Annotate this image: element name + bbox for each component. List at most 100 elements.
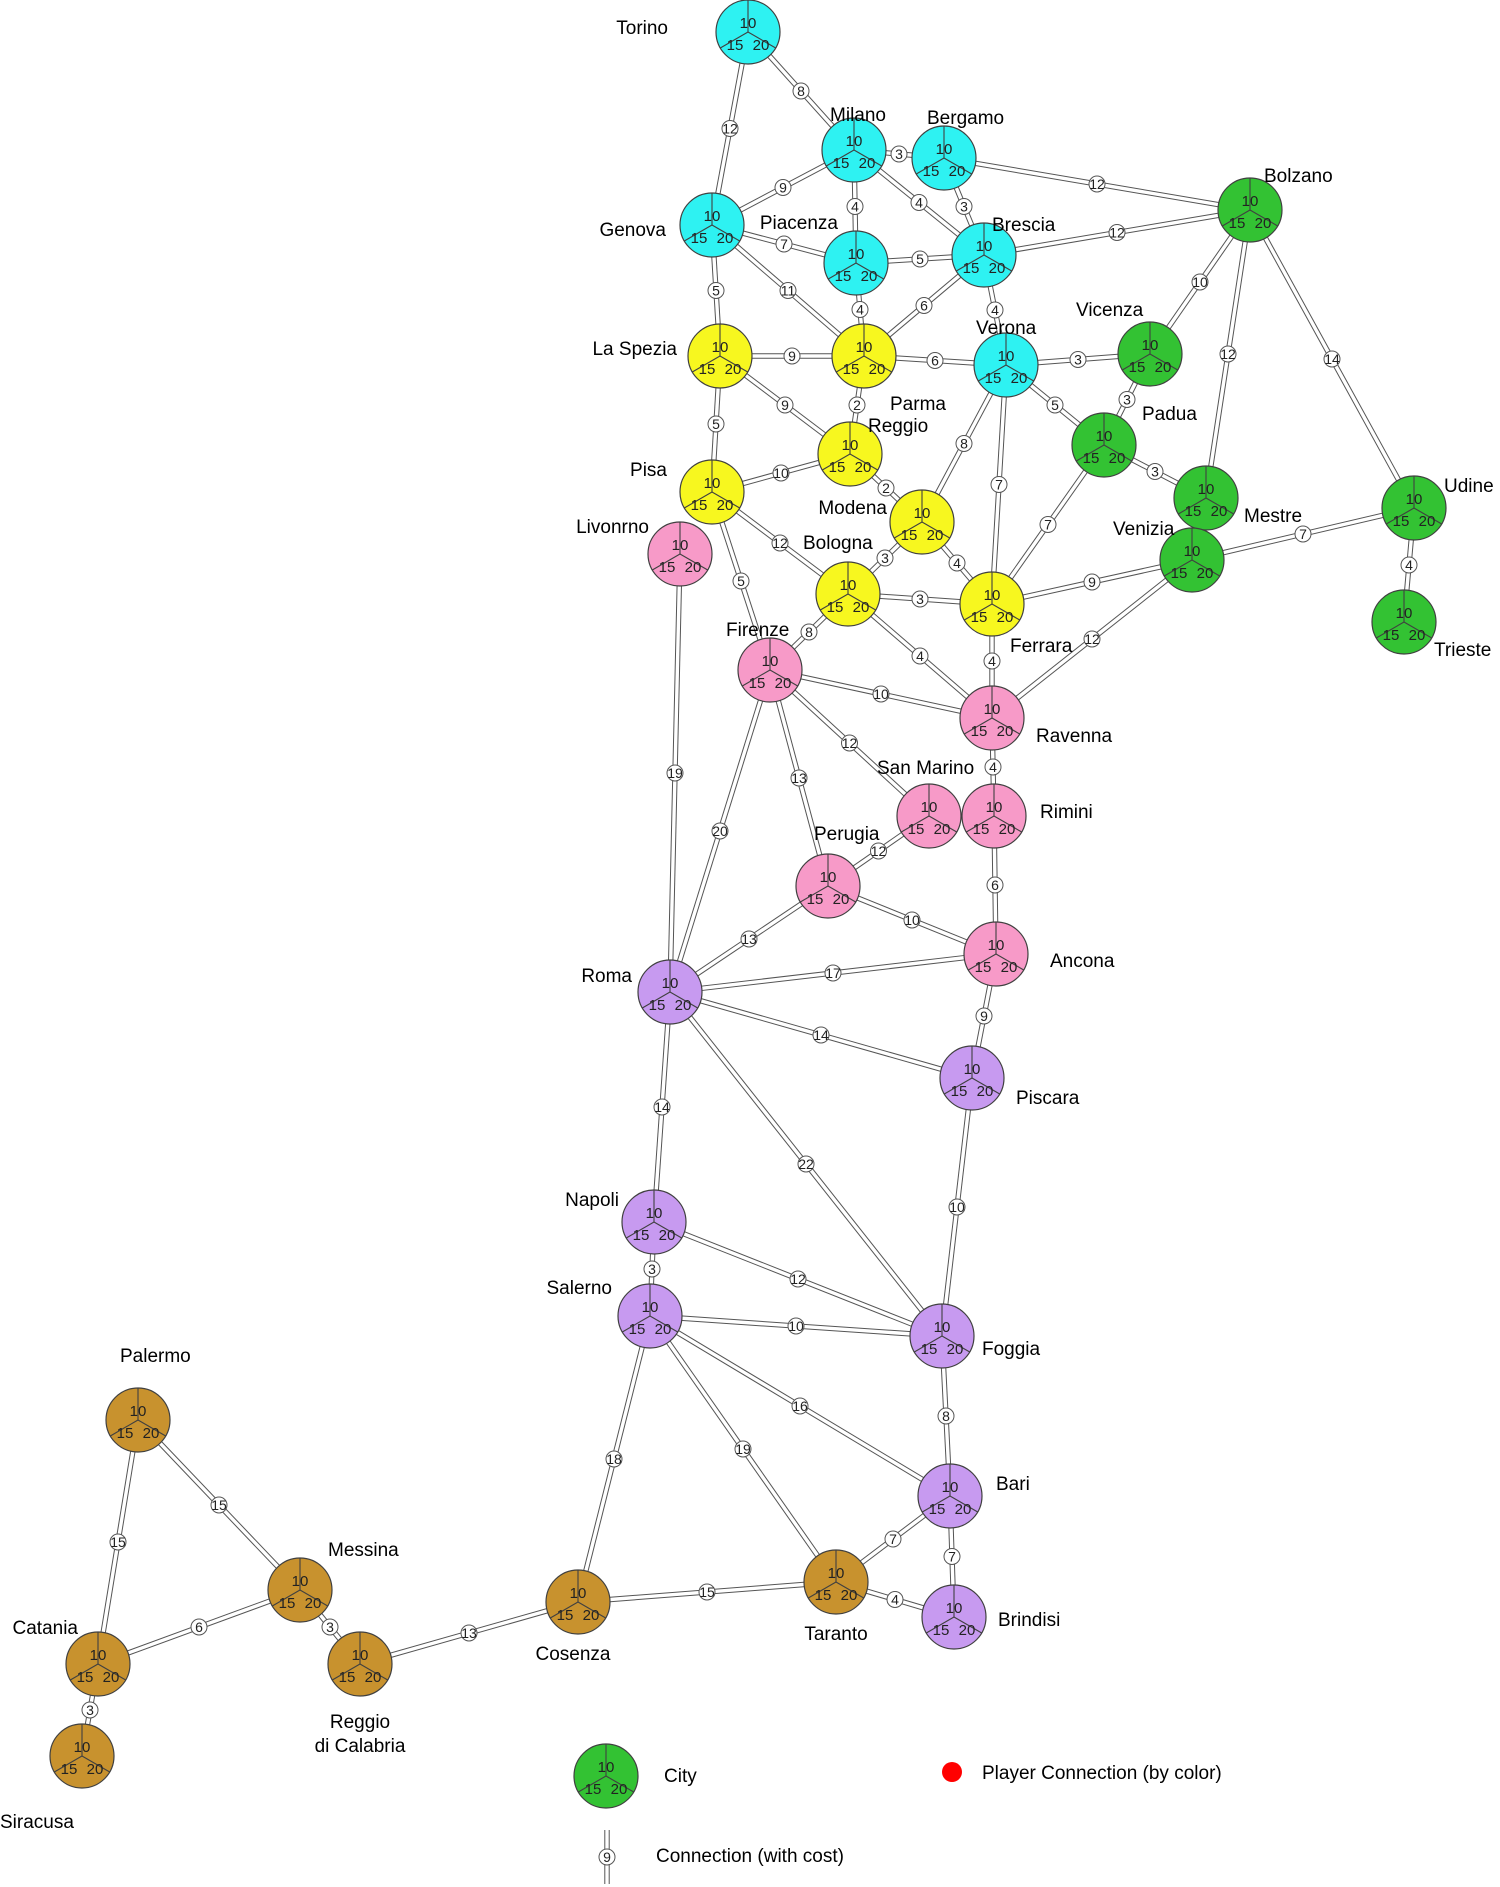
city-sanmarino-slot-20[interactable]: 20 bbox=[934, 821, 951, 838]
city-venezia-slot-15[interactable]: 15 bbox=[1171, 565, 1188, 582]
city-ancona-slot-20[interactable]: 20 bbox=[1001, 959, 1018, 976]
connection-roma-napoli[interactable]: 14 bbox=[651, 991, 673, 1223]
city-siracusa-slot-15[interactable]: 15 bbox=[61, 1761, 78, 1778]
connection-salerno-foggia[interactable]: 10 bbox=[649, 1313, 943, 1339]
connection-roma-ancona[interactable]: 17 bbox=[669, 951, 997, 995]
city-siracusa-slot-10[interactable]: 10 bbox=[74, 1739, 91, 1756]
connection-firenze-roma[interactable]: 20 bbox=[667, 669, 773, 993]
connection-cosenza-reggiocal[interactable]: 13 bbox=[359, 1599, 579, 1667]
city-piacenza-slot-15[interactable]: 15 bbox=[835, 268, 852, 285]
legend-city-slot-20[interactable]: 20 bbox=[611, 1781, 628, 1798]
city-ancona-slot-10[interactable]: 10 bbox=[988, 937, 1005, 954]
connection-bergamo-bolzano[interactable]: 12 bbox=[943, 155, 1251, 213]
city-verona-slot-10[interactable]: 10 bbox=[998, 348, 1015, 365]
city-brescia-slot-20[interactable]: 20 bbox=[989, 260, 1006, 277]
connection-firenze-perugia[interactable]: 13 bbox=[767, 669, 831, 887]
city-rimini-slot-15[interactable]: 15 bbox=[973, 821, 990, 838]
connection-palermo-catania[interactable]: 15 bbox=[95, 1419, 141, 1665]
city-perugia-slot-20[interactable]: 20 bbox=[833, 891, 850, 908]
city-piacenza-slot-20[interactable]: 20 bbox=[861, 268, 878, 285]
city-perugia-slot-15[interactable]: 15 bbox=[807, 891, 824, 908]
city-pisa-slot-15[interactable]: 15 bbox=[691, 497, 708, 514]
city-ferrara-slot-10[interactable]: 10 bbox=[984, 587, 1001, 604]
city-torino-slot-15[interactable]: 15 bbox=[727, 37, 744, 54]
city-firenze-slot-10[interactable]: 10 bbox=[762, 653, 779, 670]
city-piacenza-slot-10[interactable]: 10 bbox=[848, 246, 865, 263]
city-modena-slot-10[interactable]: 10 bbox=[914, 505, 931, 522]
city-sanmarino-slot-10[interactable]: 10 bbox=[921, 799, 938, 816]
city-messina-slot-10[interactable]: 10 bbox=[292, 1573, 309, 1590]
connection-messina-palermo[interactable]: 15 bbox=[136, 1418, 302, 1592]
city-ravenna-slot-10[interactable]: 10 bbox=[984, 701, 1001, 718]
city-trieste-slot-15[interactable]: 15 bbox=[1383, 627, 1400, 644]
connection-genova-parma[interactable]: 11 bbox=[710, 222, 866, 359]
connection-roma-foggia[interactable]: 22 bbox=[667, 990, 945, 1338]
connection-salerno-taranto[interactable]: 19 bbox=[647, 1314, 839, 1584]
city-milano-slot-20[interactable]: 20 bbox=[859, 155, 876, 172]
city-livorno-slot-15[interactable]: 15 bbox=[659, 559, 676, 576]
city-pisa-slot-20[interactable]: 20 bbox=[717, 497, 734, 514]
city-padua-slot-10[interactable]: 10 bbox=[1096, 428, 1113, 445]
city-piscara-slot-15[interactable]: 15 bbox=[951, 1083, 968, 1100]
connection-brescia-bolzano[interactable]: 12 bbox=[983, 207, 1251, 258]
city-cosenza-slot-10[interactable]: 10 bbox=[570, 1585, 587, 1602]
city-udine-slot-15[interactable]: 15 bbox=[1393, 513, 1410, 530]
city-messina-slot-15[interactable]: 15 bbox=[279, 1595, 296, 1612]
city-ravenna-slot-15[interactable]: 15 bbox=[971, 723, 988, 740]
city-cosenza-slot-15[interactable]: 15 bbox=[557, 1607, 574, 1624]
city-salerno-slot-20[interactable]: 20 bbox=[655, 1321, 672, 1338]
city-ferrara-slot-15[interactable]: 15 bbox=[971, 609, 988, 626]
city-mestre-slot-15[interactable]: 15 bbox=[1185, 503, 1202, 520]
city-piscara-slot-10[interactable]: 10 bbox=[964, 1061, 981, 1078]
city-napoli-slot-10[interactable]: 10 bbox=[646, 1205, 663, 1222]
city-bergamo-slot-10[interactable]: 10 bbox=[936, 141, 953, 158]
city-mestre-slot-20[interactable]: 20 bbox=[1211, 503, 1228, 520]
city-trieste-slot-10[interactable]: 10 bbox=[1396, 605, 1413, 622]
city-livorno-slot-20[interactable]: 20 bbox=[685, 559, 702, 576]
city-modena-slot-20[interactable]: 20 bbox=[927, 527, 944, 544]
city-messina-slot-20[interactable]: 20 bbox=[305, 1595, 322, 1612]
city-siracusa-slot-20[interactable]: 20 bbox=[87, 1761, 104, 1778]
city-parma-slot-20[interactable]: 20 bbox=[869, 361, 886, 378]
connection-verona-ferrara[interactable]: 7 bbox=[989, 364, 1009, 605]
connection-ferrara-venezia[interactable]: 9 bbox=[991, 557, 1193, 607]
city-brindisi-slot-10[interactable]: 10 bbox=[946, 1600, 963, 1617]
city-bologna-slot-10[interactable]: 10 bbox=[840, 577, 857, 594]
city-reggio-slot-10[interactable]: 10 bbox=[842, 437, 859, 454]
city-foggia-slot-20[interactable]: 20 bbox=[947, 1341, 964, 1358]
city-reggiocal-slot-10[interactable]: 10 bbox=[352, 1647, 369, 1664]
connection-messina-catania[interactable]: 6 bbox=[97, 1587, 301, 1667]
city-parma-slot-10[interactable]: 10 bbox=[856, 339, 873, 356]
city-foggia-slot-15[interactable]: 15 bbox=[921, 1341, 938, 1358]
connection-bolzano-mestre[interactable]: 12 bbox=[1203, 209, 1253, 499]
city-genova-slot-20[interactable]: 20 bbox=[717, 230, 734, 247]
connection-firenze-ravenna[interactable]: 10 bbox=[769, 667, 993, 721]
city-napoli-slot-20[interactable]: 20 bbox=[659, 1227, 676, 1244]
city-roma-slot-15[interactable]: 15 bbox=[649, 997, 666, 1014]
